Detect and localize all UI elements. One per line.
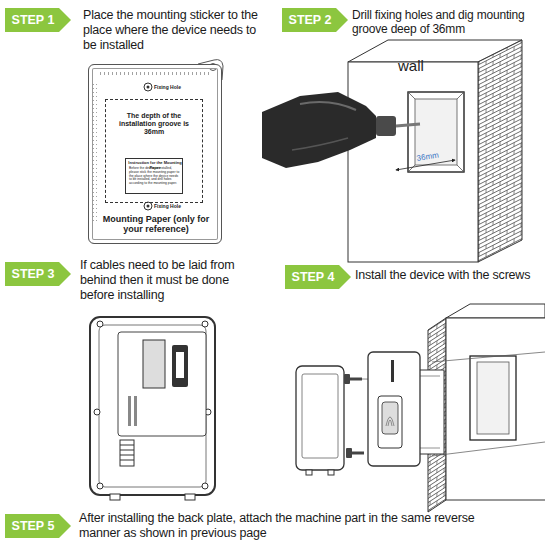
- dimension-label: 36mm: [416, 151, 439, 163]
- screw-head: [346, 448, 352, 458]
- sticker-text: Mounting Paper (only for your reference): [99, 214, 213, 235]
- bottom-tab: [110, 494, 120, 500]
- brick-face: [478, 40, 522, 262]
- fingerprint-lines: [386, 417, 394, 426]
- screw-hole: [97, 321, 103, 327]
- step-instruction: Drill fixing holes and dig mounting groo…: [352, 8, 544, 36]
- step-number: STEP 4: [285, 265, 341, 289]
- drill-chuck: [376, 116, 396, 136]
- ruler-ticks: [100, 70, 210, 75]
- screw-hole: [202, 321, 208, 327]
- sticker-text: The depth of the installation groove is …: [112, 112, 196, 136]
- hang-tab: [198, 60, 223, 80]
- step-heading: STEP 5 After installing the back plate, a…: [5, 514, 535, 550]
- drill-highlight: [292, 138, 348, 150]
- terminal-pins: [120, 445, 134, 460]
- step-number: STEP 5: [5, 514, 61, 538]
- back-plate: [368, 352, 420, 466]
- terminal-block: [120, 440, 134, 466]
- fingerprint-window: [378, 396, 402, 448]
- bottom-tab: [185, 494, 195, 500]
- fingerprint-sensor: [382, 402, 398, 434]
- fixing-hole: [144, 83, 152, 91]
- front-cover: [296, 366, 344, 470]
- step-number: STEP 2: [282, 8, 338, 32]
- screw-shaft: [352, 452, 364, 455]
- leader-line: [432, 442, 545, 456]
- wall-top: [446, 304, 545, 318]
- cover-window: [302, 374, 338, 458]
- step-instruction: Install the device with the screws: [355, 268, 545, 283]
- sticker-text: Fixing Hole: [154, 204, 198, 210]
- step-instruction: After installing the back plate, attach …: [79, 511, 499, 541]
- mounting-paper: Fixing HoleFixing HoleMounting Paper (on…: [88, 64, 222, 244]
- screw-hole: [202, 483, 208, 489]
- groove-bottom: [415, 99, 457, 165]
- mounting-groove: [470, 356, 516, 440]
- step-number: STEP 3: [5, 262, 61, 286]
- step-arrow: [5, 262, 71, 286]
- fixing-hole-center: [147, 86, 150, 89]
- groove-bottom: [477, 362, 509, 434]
- screw-head: [344, 374, 350, 384]
- step-heading: STEP 2 Drill fixing holes and dig mountin…: [282, 8, 545, 48]
- wall-front: [446, 318, 545, 500]
- mounting-groove: [408, 92, 464, 172]
- screw-hole: [94, 409, 100, 415]
- cover-tab: [306, 470, 312, 475]
- screw-shaft: [350, 378, 362, 381]
- connector: [172, 345, 188, 387]
- step-heading: STEP 3If cables need to be laid from beh…: [5, 262, 265, 312]
- fixing-hole-center: [147, 205, 150, 208]
- back-plate: [90, 317, 215, 495]
- wall-front: [348, 62, 478, 262]
- step-instruction: Place the mounting sticker to the place …: [83, 8, 263, 52]
- fixing-hole: [144, 202, 152, 210]
- groove-edge: [408, 92, 464, 172]
- indicator: [391, 360, 394, 382]
- step-heading: STEP 1 Place the mounting sticker to the …: [5, 8, 265, 58]
- wall-label: wall: [398, 57, 424, 74]
- cover-tab: [328, 470, 334, 475]
- leader-line: [432, 352, 545, 362]
- step-arrow: [5, 514, 71, 538]
- step-arrow: [5, 8, 71, 32]
- drill-bit: [396, 124, 420, 126]
- instruction-box: Instruction for the Mounting PaperBefore…: [125, 158, 183, 194]
- step-number: STEP 1: [5, 8, 61, 32]
- ruler-ticks: [92, 82, 97, 222]
- center-panel: [118, 332, 206, 436]
- connector-port: [176, 352, 184, 378]
- drill-highlight: [300, 102, 356, 110]
- label-print: [134, 396, 137, 426]
- step-heading: STEP 4 Install the device with the screws: [285, 265, 545, 295]
- screw-hole: [97, 483, 103, 489]
- step-instruction: If cables need to be laid from behind th…: [80, 258, 260, 302]
- back-plate-rim: [99, 325, 206, 487]
- groove-outline: The depth of the installation groove is …: [105, 99, 203, 203]
- step-arrow: [282, 8, 348, 32]
- step-arrow: [285, 265, 351, 289]
- sticker-text: Before the device is installed, please s…: [129, 167, 181, 186]
- cable-slot: [143, 340, 165, 388]
- label-print: [128, 396, 131, 426]
- drill-body: [262, 92, 376, 168]
- sticker-text: Fixing Hole: [154, 85, 198, 91]
